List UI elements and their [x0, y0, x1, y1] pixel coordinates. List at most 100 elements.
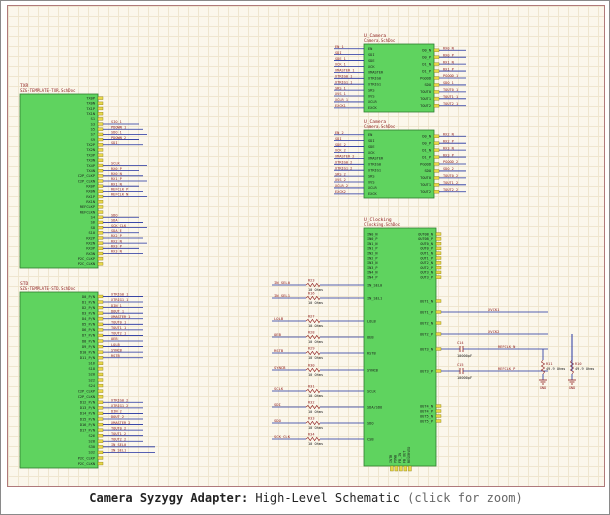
std-pin-port: [97, 395, 104, 399]
txr-net-label: RX0_P: [111, 167, 122, 171]
cam1-pin-label: D0_P: [422, 55, 431, 59]
cam2-block: [363, 129, 435, 199]
resistor-value: 10 Ohms: [308, 426, 323, 430]
std-pin-port: [97, 328, 104, 332]
std-net-label: XTRIG1_1: [111, 298, 128, 302]
cam2-left-net: XTRIG1_2: [335, 166, 352, 170]
cam1-left-net: XCK_1: [335, 63, 346, 67]
cam1-pin-port: [433, 55, 440, 59]
txr-net-label: SCK_CLK: [111, 224, 127, 228]
cam2-pin-label: D1_N: [422, 148, 431, 152]
cam1-right-net: SDO_1: [443, 81, 454, 85]
clock-bottom-pin-label: FB_IN: [398, 453, 402, 463]
cam2-left-net: EXCK2: [335, 190, 346, 194]
txr-pin-port: [97, 246, 104, 250]
cam1-pin-label: SDI: [368, 53, 375, 57]
resistor-ref: R27: [308, 315, 315, 319]
std-pin-label: S32: [89, 451, 96, 455]
cam1-left-net: XMASTER_1: [335, 69, 354, 73]
cam1-right-net: RX0_N: [443, 46, 454, 50]
clock-bottom-port: [403, 465, 408, 472]
txr-pin-label: RX2N: [86, 241, 95, 245]
txr-pin-label: TX3P: [86, 153, 95, 157]
txr-pin-label: S1: [91, 117, 95, 121]
txr-pin-label: RX3N: [86, 252, 95, 256]
clock-out-net: XVCK2: [488, 329, 499, 334]
clock-left-net: IN_SEL1: [274, 293, 291, 298]
std-pin-label: D5_P/N: [82, 323, 95, 327]
std-pin-port: [97, 356, 104, 360]
caption-zoom-hint[interactable]: (click for zoom): [407, 491, 523, 505]
resistor: [305, 436, 321, 442]
clock-pin-port: [435, 299, 442, 303]
txr-net-label: RX3_P: [111, 245, 122, 249]
clock-left-net: IN_SEL0: [274, 280, 291, 285]
cam2-left-net: XCLR_2: [335, 184, 348, 188]
cap-ref: C14: [457, 341, 464, 345]
cam2-right-net: RX2_P: [443, 139, 454, 143]
cam1-pin-label: TOUT0: [420, 90, 431, 94]
std-pin-label: C2P_CLKN: [78, 395, 95, 399]
txr-net-label: RX1_P: [111, 177, 122, 181]
cam2-pin-label: SDI: [368, 139, 375, 143]
clock-bottom-port: [394, 465, 399, 472]
std-net-label: XTRIG1_2: [111, 404, 128, 408]
clock-pin-port: [435, 256, 442, 260]
clock-pin-port: [435, 232, 442, 236]
cam2-pin-label: XTRIG0: [368, 163, 381, 167]
txr-pin-port: [97, 194, 104, 199]
cam2-right-net: TOUT0_2: [443, 174, 458, 178]
cam2-left-net: SDE_2: [335, 143, 346, 147]
txr-pin-label: REFCLKP: [80, 205, 95, 209]
cam1-pin-label: XCLR: [368, 100, 377, 104]
clock-pin-port: [435, 321, 442, 325]
cam1-right-net: PGOOD_1: [443, 74, 458, 78]
std-pin-port: [97, 389, 104, 393]
clock-left-pin-label: CSB: [367, 437, 374, 441]
clock-pin-label: OUT4_P: [420, 409, 433, 413]
std-net-label: TOUT1_1: [111, 326, 126, 330]
std-pin-label: D16_P/N: [80, 423, 95, 427]
txr-net-label: SCLK: [111, 162, 120, 166]
std-net-label: TOUT0_1: [111, 321, 126, 325]
caption[interactable]: Camera Syzygy Adapter: High-Level Schema…: [1, 491, 610, 505]
std-pin-port: [97, 445, 104, 449]
term-ref: R10: [575, 362, 582, 366]
resistor-ref: R29: [308, 347, 315, 351]
resistor-ref: R30: [308, 364, 315, 368]
txr-net-label: PDOWN_2: [111, 136, 126, 140]
cam2-pin-label: SDO: [425, 169, 432, 173]
clock-left-net: SDO: [274, 418, 282, 423]
cam2-pin-label: SRS: [368, 174, 375, 178]
clock-pin-label: OUT1_P: [420, 256, 433, 260]
txr-pin-port: [97, 251, 104, 256]
gnd-label: GND: [569, 386, 576, 390]
cam1-left-net: SDI: [335, 51, 342, 55]
clock-pin-label: OUT4_N: [420, 404, 433, 408]
std-pin-label: D12_P/N: [80, 401, 95, 405]
cam2-right-net: TOUT2_2: [443, 188, 458, 192]
std-pin-label: D7_P/N: [82, 334, 95, 338]
resistor: [305, 318, 321, 324]
cam2-pin-label: TOUT1: [420, 183, 431, 187]
clock-left-pin-label: SYNCB: [367, 368, 378, 372]
cam2-right-net: PGOOD_2: [443, 160, 458, 164]
txr-pin-label: TX4N: [86, 169, 95, 173]
caption-title: Camera Syzygy Adapter:: [89, 491, 249, 505]
clock-right-pin-label: OUT2_P: [420, 332, 433, 336]
std-net-label: SYNCB: [111, 348, 122, 352]
std-net-label: DOUT_2: [111, 415, 124, 419]
std-pin-port: [97, 344, 104, 349]
std-net-label: OEB: [111, 337, 118, 341]
cam1-pin-label: TOUT2: [420, 104, 431, 108]
clock-pin-label: OUT0B_P: [418, 237, 433, 241]
clock-right-pin-label: OUT1_P: [420, 310, 433, 314]
txr-pin-port: [97, 241, 104, 245]
txr-filename: SZG-TEMPLATE-TXR.SchDoc: [20, 88, 76, 93]
txr-pin-label: S3: [91, 122, 95, 126]
cam1-pin-port: [433, 90, 440, 94]
schematic-canvas: TXRSZG-TEMPLATE-TXR.SchDocTX0PTX0NTX1PTX…: [19, 33, 594, 472]
clock-bottom-pin-label: FB_OUT: [403, 451, 407, 463]
clock-pin-label: IN0_P: [367, 237, 378, 241]
